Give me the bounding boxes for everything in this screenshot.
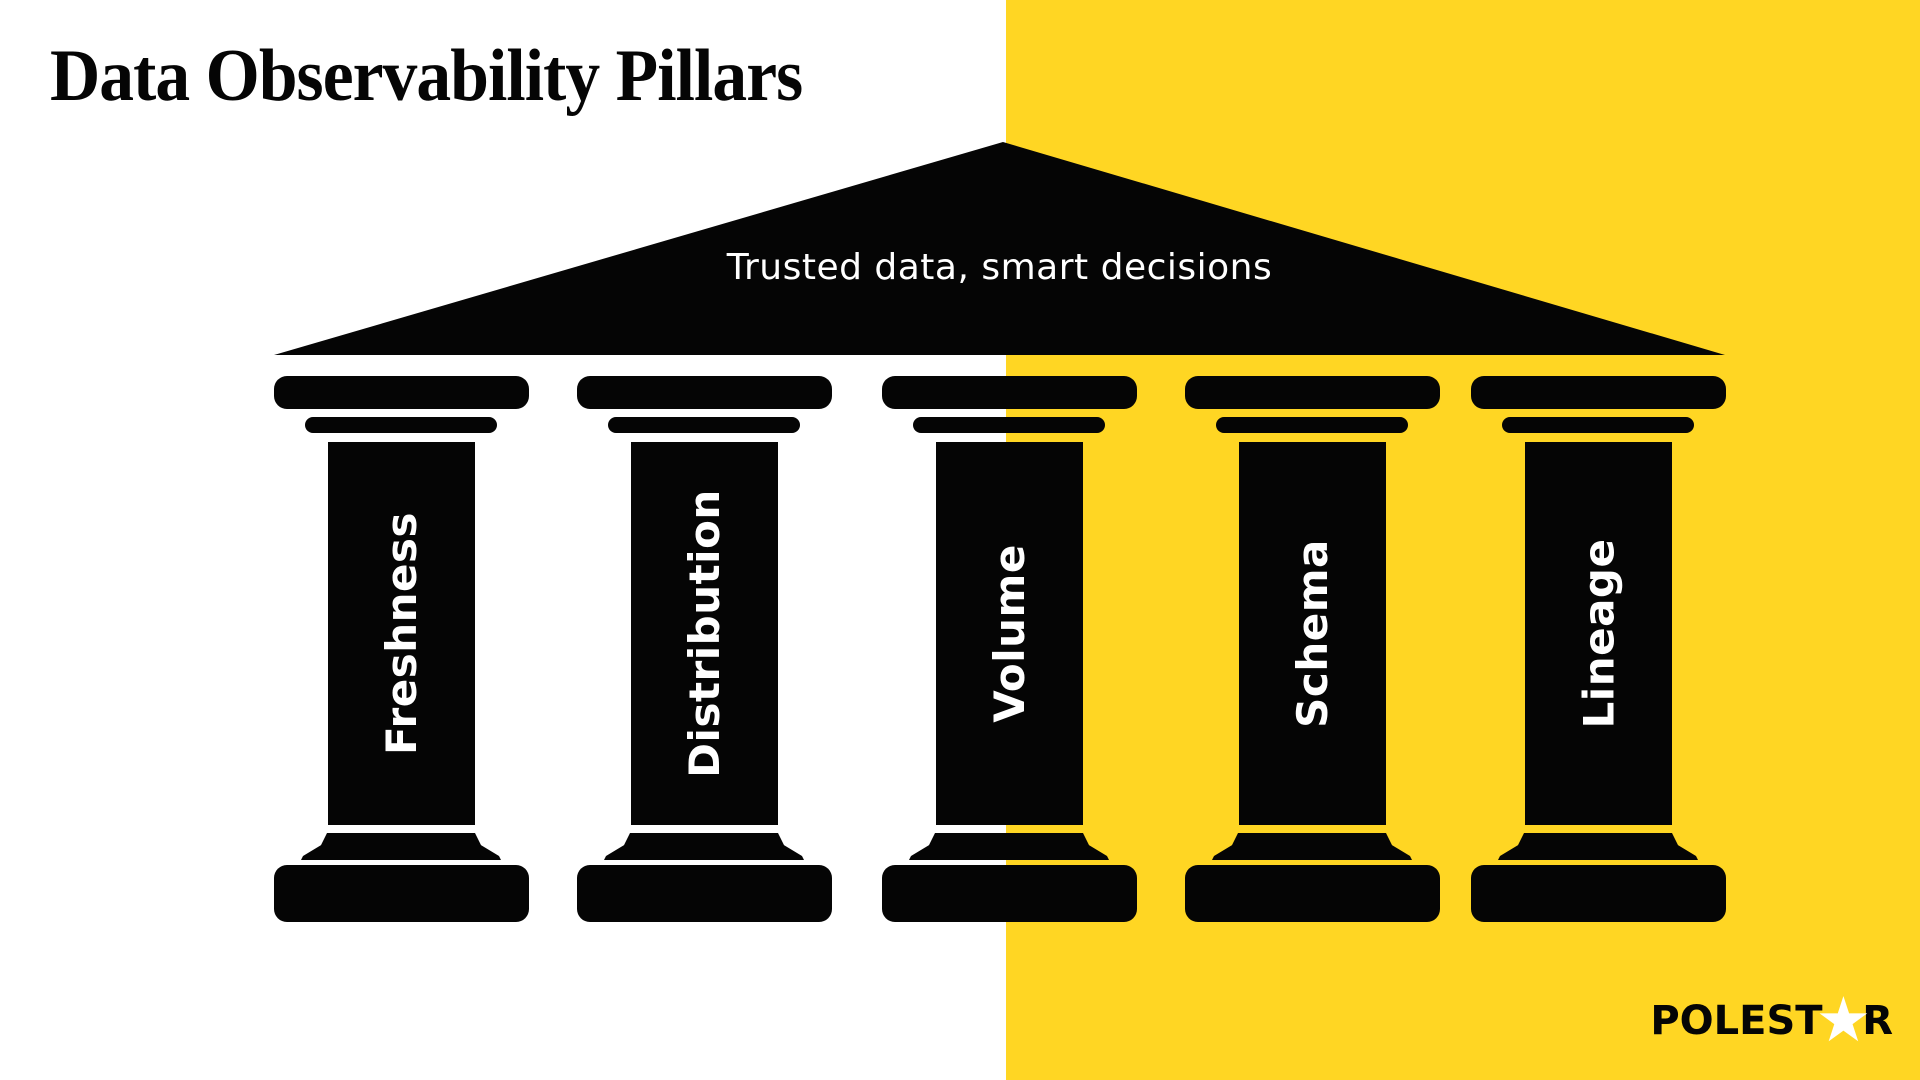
pillar-plinth bbox=[1471, 865, 1726, 922]
pillar-shaft: Freshness bbox=[328, 442, 475, 825]
pillar-label: Lineage bbox=[1574, 538, 1623, 729]
pillar-freshness: Freshness bbox=[274, 376, 529, 922]
logo-text-suffix: R bbox=[1862, 998, 1893, 1044]
pillar-base-flare bbox=[604, 833, 804, 860]
pillar-abacus-bar bbox=[1216, 417, 1408, 433]
pillar-shaft: Schema bbox=[1239, 442, 1386, 825]
pillar-shaft: Distribution bbox=[631, 442, 778, 825]
pillar-capital bbox=[882, 376, 1137, 409]
pillar-label: Schema bbox=[1288, 539, 1338, 728]
pillar-label: Freshness bbox=[377, 512, 426, 755]
pillar-abacus-bar bbox=[608, 417, 800, 433]
page-title: Data Observability Pillars bbox=[50, 35, 803, 117]
pillar-label: Volume bbox=[985, 544, 1035, 723]
pillar-abacus-bar bbox=[305, 417, 497, 433]
logo-text-prefix: POLEST bbox=[1650, 998, 1823, 1044]
pillar-base-flare bbox=[1212, 833, 1412, 860]
pillar-shaft: Volume bbox=[936, 442, 1083, 825]
pillar-capital bbox=[1185, 376, 1440, 409]
pillar-distribution: Distribution bbox=[577, 376, 832, 922]
pillar-base-flare bbox=[909, 833, 1109, 860]
pillar-lineage: Lineage bbox=[1471, 376, 1726, 922]
pillar-plinth bbox=[882, 865, 1137, 922]
pillar-shaft: Lineage bbox=[1525, 442, 1672, 825]
pillar-volume: Volume bbox=[882, 376, 1137, 922]
pillar-base-flare bbox=[301, 833, 501, 860]
pillar-capital bbox=[577, 376, 832, 409]
pillar-abacus-bar bbox=[1502, 417, 1694, 433]
pillar-schema: Schema bbox=[1185, 376, 1440, 922]
polestar-logo: POLEST★R bbox=[1650, 983, 1893, 1056]
pillar-label: Distribution bbox=[680, 489, 730, 778]
yellow-background-panel bbox=[1006, 0, 1920, 1080]
pillar-abacus-bar bbox=[913, 417, 1105, 433]
pillar-base-flare bbox=[1498, 833, 1698, 860]
pillar-capital bbox=[1471, 376, 1726, 409]
pillar-plinth bbox=[274, 865, 529, 922]
pillar-capital bbox=[274, 376, 529, 409]
pillar-plinth bbox=[577, 865, 832, 922]
pillar-plinth bbox=[1185, 865, 1440, 922]
roof-tagline: Trusted data, smart decisions bbox=[726, 247, 1273, 288]
